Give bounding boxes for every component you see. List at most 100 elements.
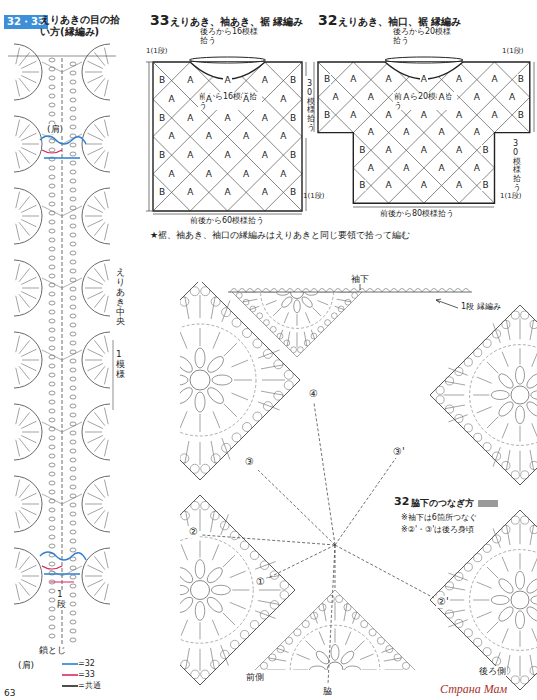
row-label: 1(1段) [500, 192, 521, 200]
motif-letter: A [473, 92, 481, 102]
motif-letter: A [186, 113, 194, 123]
section-title: えりあきの目の拾い方(縁編み) [40, 14, 122, 37]
motif-letter: A [385, 110, 393, 120]
part-name: 前側 [245, 672, 265, 682]
page-number: 63 [4, 688, 15, 698]
motif-letter: A [205, 131, 213, 141]
motif-letter: A [367, 163, 375, 173]
motif-letter: A [242, 169, 250, 179]
motif-letter: A [223, 113, 231, 123]
callout-number: ②' [436, 596, 450, 608]
section-number: 32 [318, 12, 337, 28]
motif-letter: A [385, 145, 393, 155]
motif-letter: B [289, 113, 297, 123]
motif-letter: A [205, 169, 213, 179]
motif-letter: A [223, 187, 231, 197]
part-name: 脇 [322, 686, 333, 696]
motif-letter: A [367, 92, 375, 102]
part-name: 1段 縁編み [460, 302, 502, 311]
note: ※②'・③'は後ろ身頃 [400, 525, 475, 534]
callout-number: ① [255, 576, 266, 588]
half-motif [255, 590, 415, 700]
motif-letter: B [158, 187, 166, 197]
motif-letter: A [420, 74, 428, 84]
motif-letter: A [420, 145, 428, 155]
motif-letter: B [481, 145, 489, 155]
motif-letter: A [420, 110, 428, 120]
motif-letter: B [323, 74, 331, 84]
part-name: (肩) [46, 124, 64, 134]
motif-letter: B [517, 74, 525, 84]
legend-text: =33 [78, 670, 95, 679]
motif-letter: A [279, 169, 287, 179]
half-motif [232, 227, 362, 357]
motif-letter: B [517, 110, 525, 120]
side-note: 1模様 [116, 350, 125, 380]
callout-number: ③' [392, 446, 406, 458]
note: ★裾、袖あき、袖口の縁編みはえりあきと同じ要領で拾って編む [150, 230, 410, 240]
motif-letter: B [358, 180, 366, 190]
motif-letter: B [481, 180, 489, 190]
legend-sample [62, 672, 78, 678]
garment-outline [153, 62, 302, 211]
section-title: えりあき、袖あき、裾 縁編み [170, 16, 303, 28]
row-label: 1(1段) [146, 47, 167, 55]
pickup-note: 前後から80模様拾う [380, 209, 454, 218]
motif-letter: A [168, 131, 176, 141]
section-title: 脇下のつなぎ方 [410, 498, 475, 508]
legend-text: =共通 [78, 681, 101, 690]
pickup-note: 30模様拾う [307, 80, 315, 133]
motif-letter: A [168, 169, 176, 179]
motif-letter: A [490, 74, 498, 84]
motif-letter: A [367, 127, 375, 137]
legend-sample [62, 661, 78, 667]
pickup-note: 前後から60模様拾う [190, 216, 264, 225]
motif-letter: A [385, 74, 393, 84]
watermark: Страна Мам [440, 683, 507, 697]
motif-letter: A [186, 187, 194, 197]
motif-letter: A [455, 180, 463, 190]
leader-line [258, 470, 335, 545]
legend-sample [62, 683, 78, 689]
garment-outline [318, 62, 530, 203]
motif-letter: A [261, 187, 269, 197]
motif-letter: A [402, 127, 410, 137]
leader-line [335, 545, 434, 598]
legend-row: =33 [62, 670, 95, 680]
motif-letter: A [332, 92, 340, 102]
motif-letter: A [349, 74, 357, 84]
schematic-marks [146, 57, 534, 214]
motif-letter: A [168, 94, 176, 104]
motif-letter: A [455, 145, 463, 155]
motif-letter: B [158, 113, 166, 123]
motif-letter: A [473, 127, 481, 137]
motif-letter: A [349, 110, 357, 120]
note: ※袖下は6箇所つなぐ [400, 513, 478, 522]
motif-letter: B [158, 150, 166, 160]
motif-grid [0, 25, 537, 249]
motif-letter: B [289, 150, 297, 160]
motif-letter: A [223, 150, 231, 160]
joining-diagram [180, 282, 537, 690]
motif-letter: A [473, 163, 481, 173]
motif-letter: A [242, 131, 250, 141]
motif-letter: A [437, 163, 445, 173]
motif-letter: A [242, 94, 250, 104]
stitch-strip [8, 44, 116, 645]
row-label: 1(1段) [303, 192, 324, 200]
pickup-note: 30模様拾う [513, 140, 521, 193]
legend-row: =32 [62, 659, 95, 669]
part-name: 後ろ側 [478, 666, 507, 676]
motif-letter: A [420, 180, 428, 190]
motif-letter: A [455, 110, 463, 120]
motif-letter: A [261, 75, 269, 85]
motif-letter: A [437, 127, 445, 137]
row-label: 1段 [56, 590, 67, 610]
motif-letter: B [289, 187, 297, 197]
pickup-note: 後ろから16模様拾う [200, 27, 262, 45]
motif-letter: A [205, 94, 213, 104]
legend-text: =32 [78, 659, 95, 668]
side-note: えりあき中央 [116, 268, 125, 327]
motif-letter: A [261, 113, 269, 123]
leader-line [202, 535, 335, 545]
